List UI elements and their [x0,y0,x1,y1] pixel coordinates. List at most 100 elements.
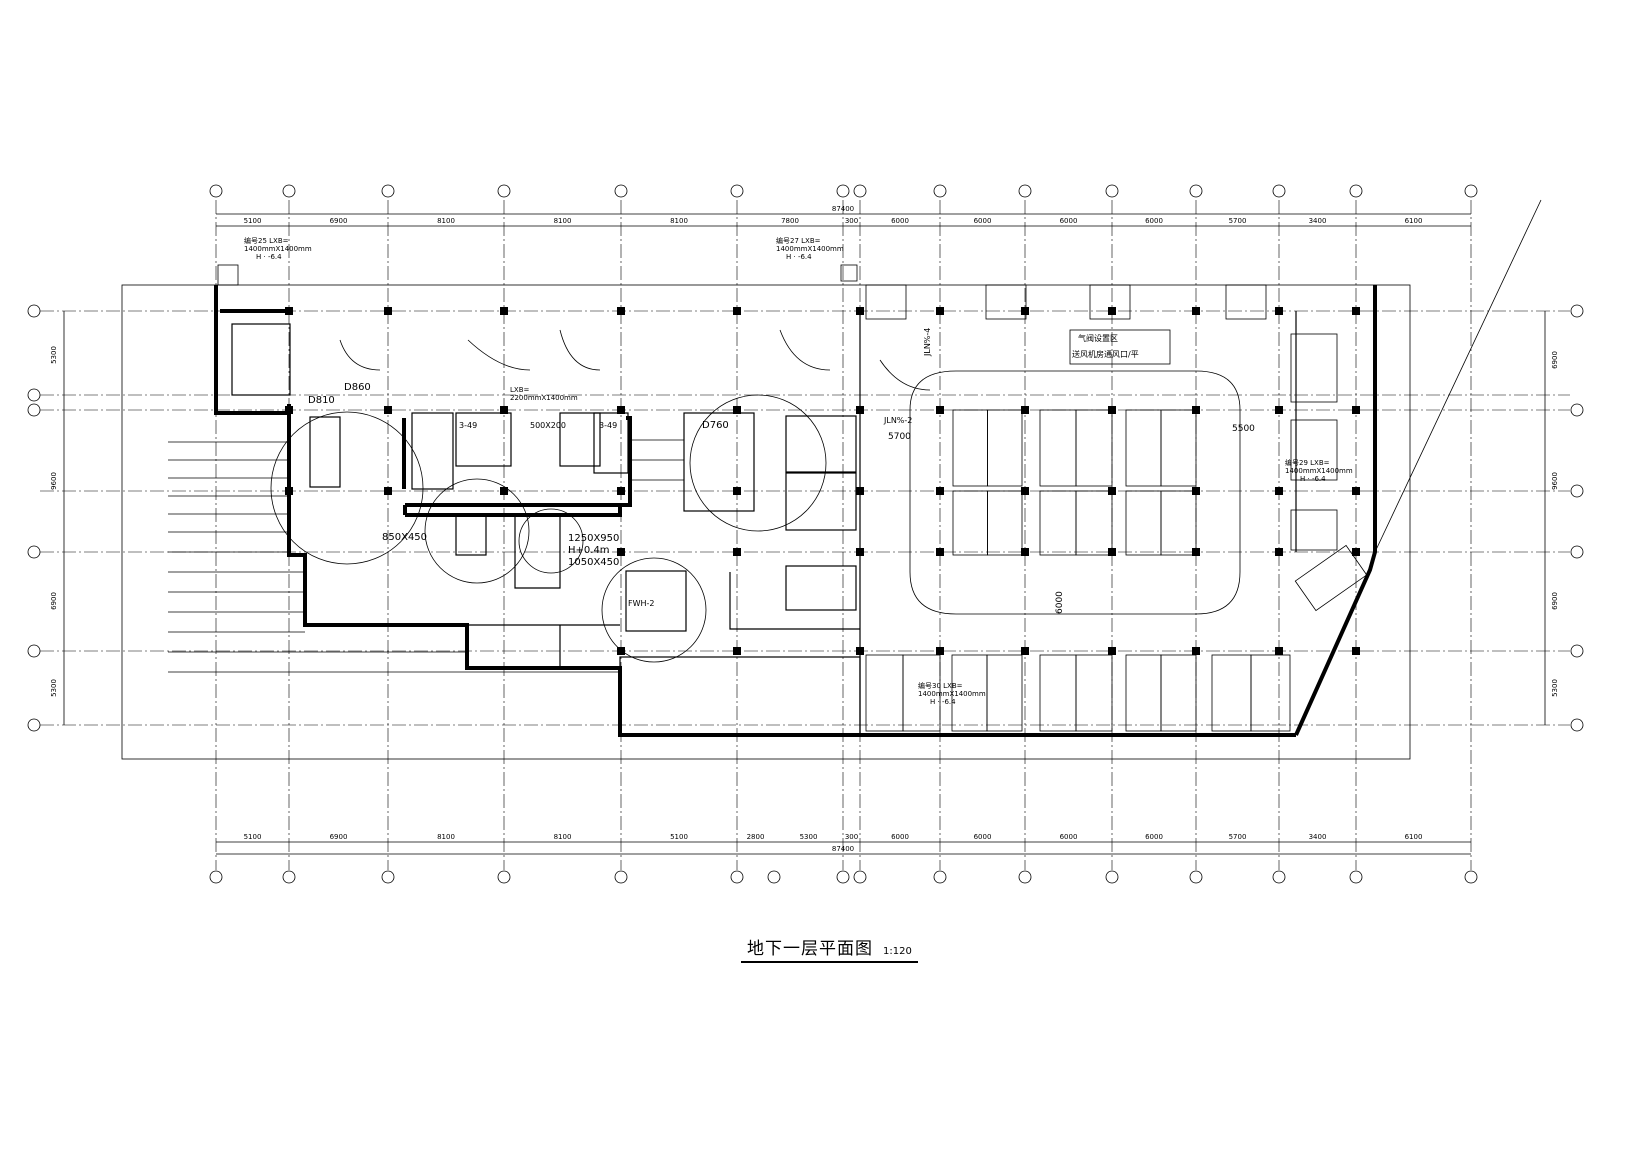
column [617,307,625,315]
column [733,406,741,414]
dim-top-label: 3400 [1309,217,1327,225]
column [285,487,293,495]
svg-text:5300: 5300 [50,679,58,697]
column [936,307,944,315]
total-dimension-bottom: 87400 [832,845,854,853]
column [1352,548,1360,556]
svg-text:6900: 6900 [50,592,58,610]
column [285,307,293,315]
dimension-labels-left: 5300 9600 6900 5300 [50,346,58,697]
column [1021,647,1029,655]
column [1352,487,1360,495]
dim-bottom-label: 5700 [1229,833,1247,841]
svg-text:9600: 9600 [50,472,58,490]
structural-columns [285,307,1360,655]
svg-text:6900: 6900 [1551,351,1559,369]
interior-partitions [231,311,1297,735]
axis-bubbles-left [27,304,41,732]
column [500,406,508,414]
column [617,548,625,556]
svg-text:JLN%-4: JLN%-4 [923,328,932,357]
drawing-title-block: 地下一层平面图 1:120 [741,934,918,963]
svg-text:H+0.4m: H+0.4m [568,545,610,556]
svg-text:气阀设置区: 气阀设置区 [1078,333,1118,343]
dim-top-label: 6000 [1060,217,1078,225]
svg-text:500X200: 500X200 [530,421,566,430]
coverage-circles [270,394,827,663]
dim-bottom-label: 6900 [330,833,348,841]
duct-lines [168,439,684,673]
column [1021,406,1029,414]
svg-text:LXB=: LXB= [510,386,529,394]
parking-stall [952,409,988,487]
dim-top-label: 300 [845,217,858,225]
svg-text:1400mmX1400mm: 1400mmX1400mm [244,245,312,253]
svg-text:编号25 LXB=: 编号25 LXB= [244,236,289,245]
dim-bottom-label: 6000 [1060,833,1078,841]
svg-text:编号30 LXB=: 编号30 LXB= [918,681,963,690]
dim-top-label: 8100 [437,217,455,225]
parking-stall [1125,654,1162,732]
column [384,307,392,315]
column [1108,307,1116,315]
column [733,548,741,556]
column [1108,647,1116,655]
svg-text:6900: 6900 [1551,592,1559,610]
parking-stall [952,490,988,556]
dim-bottom-label: 2800 [747,833,765,841]
parking-stall [1125,490,1162,556]
svg-text:编号29 LXB=: 编号29 LXB= [1285,458,1330,467]
parking-stall [987,409,1023,487]
column [733,647,741,655]
dim-bottom-label: 6000 [974,833,992,841]
column [1275,548,1283,556]
svg-text:JLN%-2: JLN%-2 [883,416,912,425]
svg-text:1400mmX1400mm: 1400mmX1400mm [1285,467,1353,475]
dim-top-label: 8100 [554,217,572,225]
parking-stall [1160,490,1197,556]
svg-text:6000: 6000 [1055,591,1065,614]
exterior-walls [214,285,1377,737]
column [936,548,944,556]
column [617,647,625,655]
wall-openings [217,264,1338,551]
dim-top-label: 6000 [1145,217,1163,225]
svg-text:5300: 5300 [1551,679,1559,697]
svg-text:850X450: 850X450 [382,532,427,543]
svg-text:H · -6.4: H · -6.4 [256,253,282,261]
svg-text:5300: 5300 [50,346,58,364]
parking-stall [1075,654,1113,732]
dim-top-label: 7800 [781,217,799,225]
axis-bubbles-bottom [209,870,1478,884]
svg-text:9600: 9600 [1551,472,1559,490]
dim-top-label: 8100 [670,217,688,225]
dim-top-label: 6900 [330,217,348,225]
parking-stall [1039,409,1077,487]
column [384,487,392,495]
column [617,406,625,414]
drawing-title: 地下一层平面图 [747,939,873,959]
column [1352,307,1360,315]
parking-stall [986,654,1023,732]
svg-text:H · -6.4: H · -6.4 [1300,475,1326,483]
dim-top-label: 5700 [1229,217,1247,225]
parking-stall [1075,409,1113,487]
dimension-labels-right: 6900 9600 6900 5300 [1551,351,1559,697]
column [500,307,508,315]
parking-stall [1075,490,1113,556]
parking-stall [1160,409,1197,487]
column [285,406,293,414]
dim-bottom-label: 5300 [800,833,818,841]
column [733,307,741,315]
parking-stall [987,490,1023,556]
row-grid-lines [40,310,1570,726]
svg-text:1250X950: 1250X950 [568,533,619,544]
column [1275,307,1283,315]
column [1275,487,1283,495]
parking-stall [1250,654,1291,732]
svg-text:5700: 5700 [888,432,911,442]
parking-stall [902,654,941,732]
